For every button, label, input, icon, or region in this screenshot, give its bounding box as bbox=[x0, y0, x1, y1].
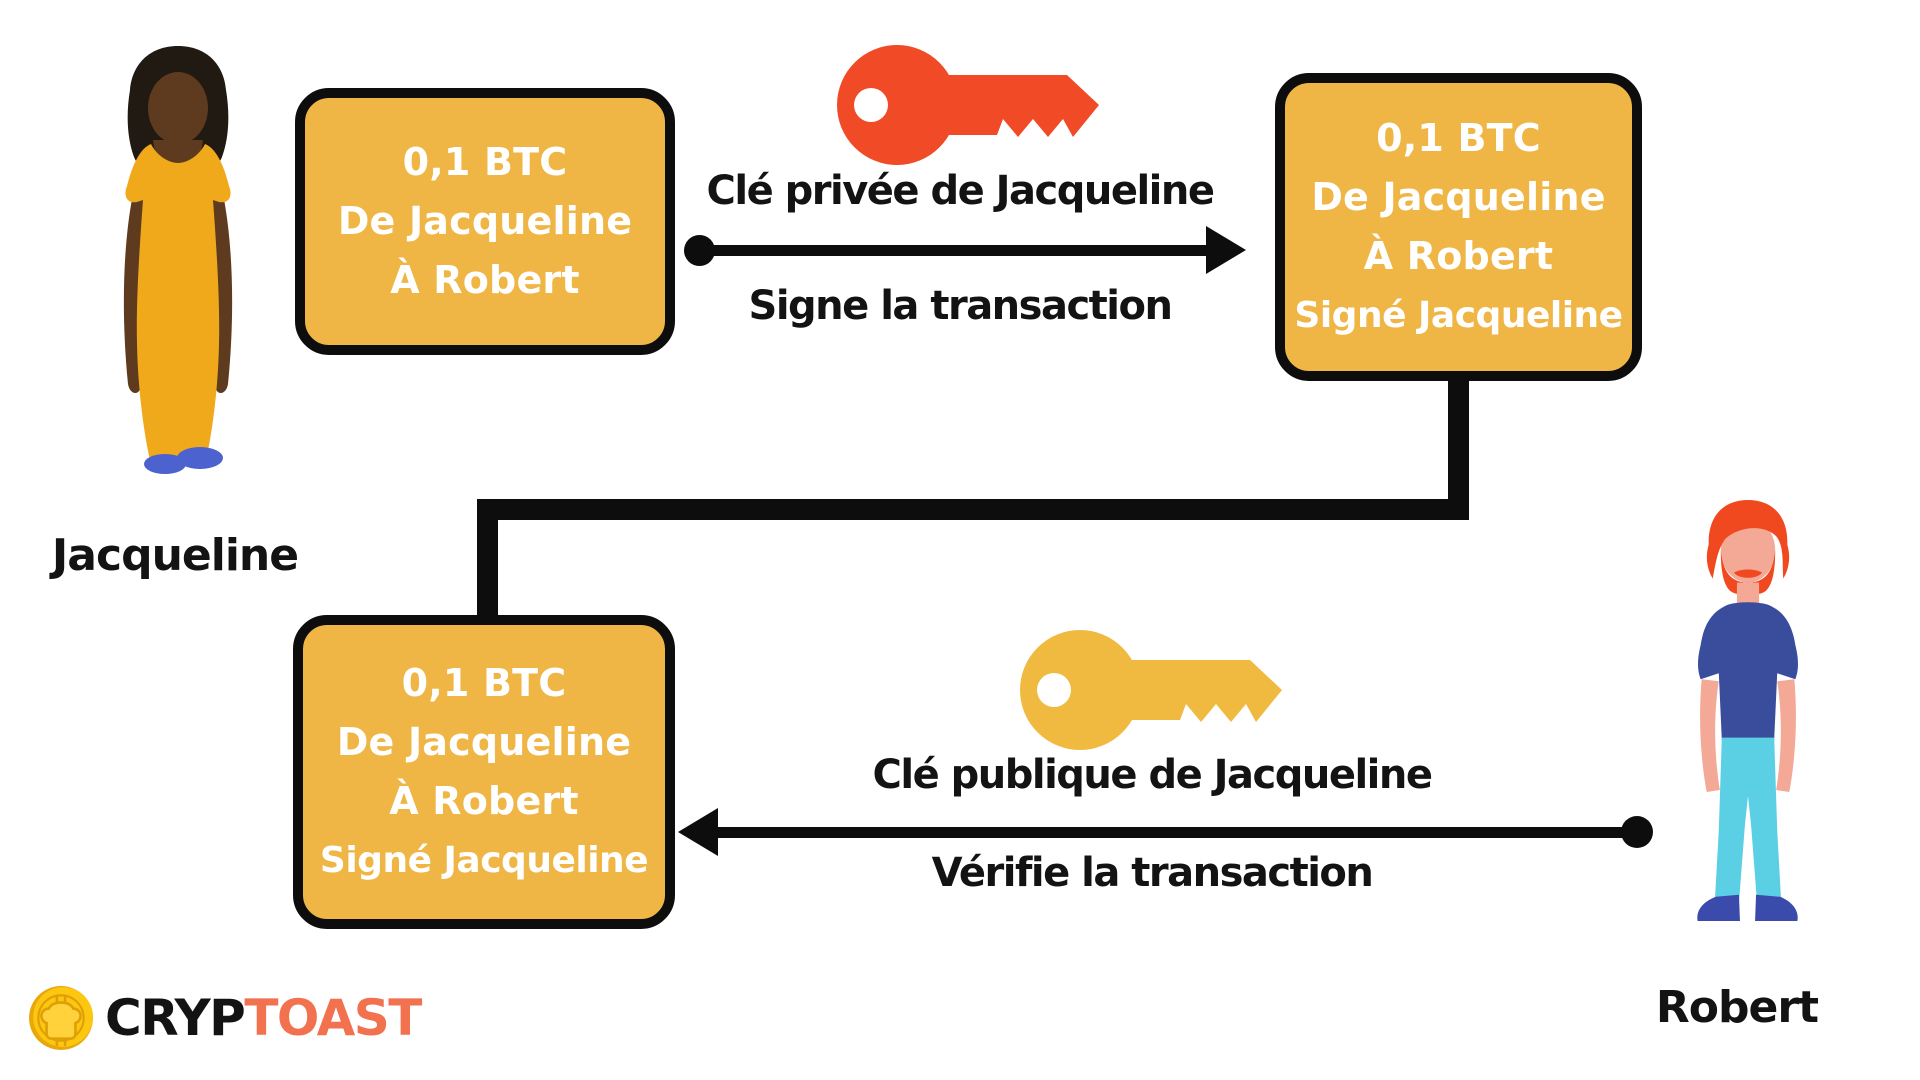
tx-box-verified: 0,1 BTC De Jacqueline À Robert Signé Jac… bbox=[293, 615, 675, 929]
key-hole bbox=[1037, 673, 1071, 707]
tx-from: De Jacqueline bbox=[1311, 175, 1606, 219]
jacqueline-left-shoe bbox=[144, 454, 186, 474]
robert-right-arm bbox=[1776, 679, 1796, 793]
tx-signature: Signé Jacqueline bbox=[1294, 295, 1623, 336]
private-key-icon bbox=[837, 45, 1099, 165]
robert-figure bbox=[1697, 500, 1798, 921]
robert-right-shoe bbox=[1755, 894, 1798, 921]
verify-arrow-start-dot bbox=[1621, 816, 1653, 848]
tx-to: À Robert bbox=[1363, 234, 1554, 278]
jacqueline-face bbox=[148, 72, 208, 144]
tx-signature: Signé Jacqueline bbox=[319, 840, 649, 881]
cryptoast-logo: CRYPTOAST bbox=[28, 985, 422, 1051]
logo-part-black: CRYP bbox=[105, 989, 246, 1047]
tx-box-signed: 0,1 BTC De Jacqueline À Robert Signé Jac… bbox=[1275, 73, 1642, 381]
connector-vertical-from-signed bbox=[1448, 379, 1469, 520]
sign-arrow-head bbox=[1206, 226, 1246, 274]
tx-amount: 0,1 BTC bbox=[402, 140, 568, 184]
tx-from: De Jacqueline bbox=[337, 199, 633, 243]
cryptoast-wordmark: CRYPTOAST bbox=[105, 985, 422, 1051]
jacqueline-figure bbox=[123, 46, 233, 474]
public-key-icon bbox=[1020, 630, 1282, 750]
robert-mustache bbox=[1733, 569, 1763, 578]
tx-box-unsigned: 0,1 BTC De Jacqueline À Robert bbox=[295, 88, 675, 355]
robert-pants bbox=[1714, 737, 1782, 903]
sign-arrow bbox=[695, 245, 1220, 256]
public-key-caption: Clé publique de Jacqueline bbox=[872, 752, 1434, 798]
key-hole bbox=[854, 88, 888, 122]
robert-left-shoe bbox=[1697, 894, 1740, 921]
tx-to: À Robert bbox=[389, 779, 579, 823]
robert-shirt bbox=[1698, 602, 1798, 748]
private-key-caption: Clé privée de Jacqueline bbox=[706, 168, 1216, 214]
jacqueline-right-shoe bbox=[177, 447, 223, 469]
jacqueline-label: Jacqueline bbox=[51, 530, 299, 581]
sign-action-caption: Signe la transaction bbox=[748, 283, 1173, 329]
robert-beard bbox=[1720, 550, 1776, 596]
tx-amount: 0,1 BTC bbox=[401, 661, 567, 705]
toast-coin-icon bbox=[29, 986, 93, 1050]
robert-hair bbox=[1706, 500, 1790, 579]
tx-amount: 0,1 BTC bbox=[1376, 116, 1541, 160]
connector-horizontal bbox=[477, 499, 1469, 520]
robert-left-arm bbox=[1700, 679, 1720, 793]
verify-action-caption: Vérifie la transaction bbox=[931, 850, 1374, 896]
jacqueline-dress bbox=[125, 144, 231, 464]
connector-vertical-to-verified bbox=[477, 499, 498, 619]
tx-to: À Robert bbox=[390, 258, 580, 302]
verify-arrow bbox=[708, 827, 1638, 838]
tx-from: De Jacqueline bbox=[336, 720, 632, 764]
robert-label: Robert bbox=[1655, 982, 1819, 1033]
toast-shape bbox=[40, 1001, 82, 1040]
logo-part-accent: TOAST bbox=[244, 989, 422, 1047]
robert-face bbox=[1720, 518, 1776, 583]
